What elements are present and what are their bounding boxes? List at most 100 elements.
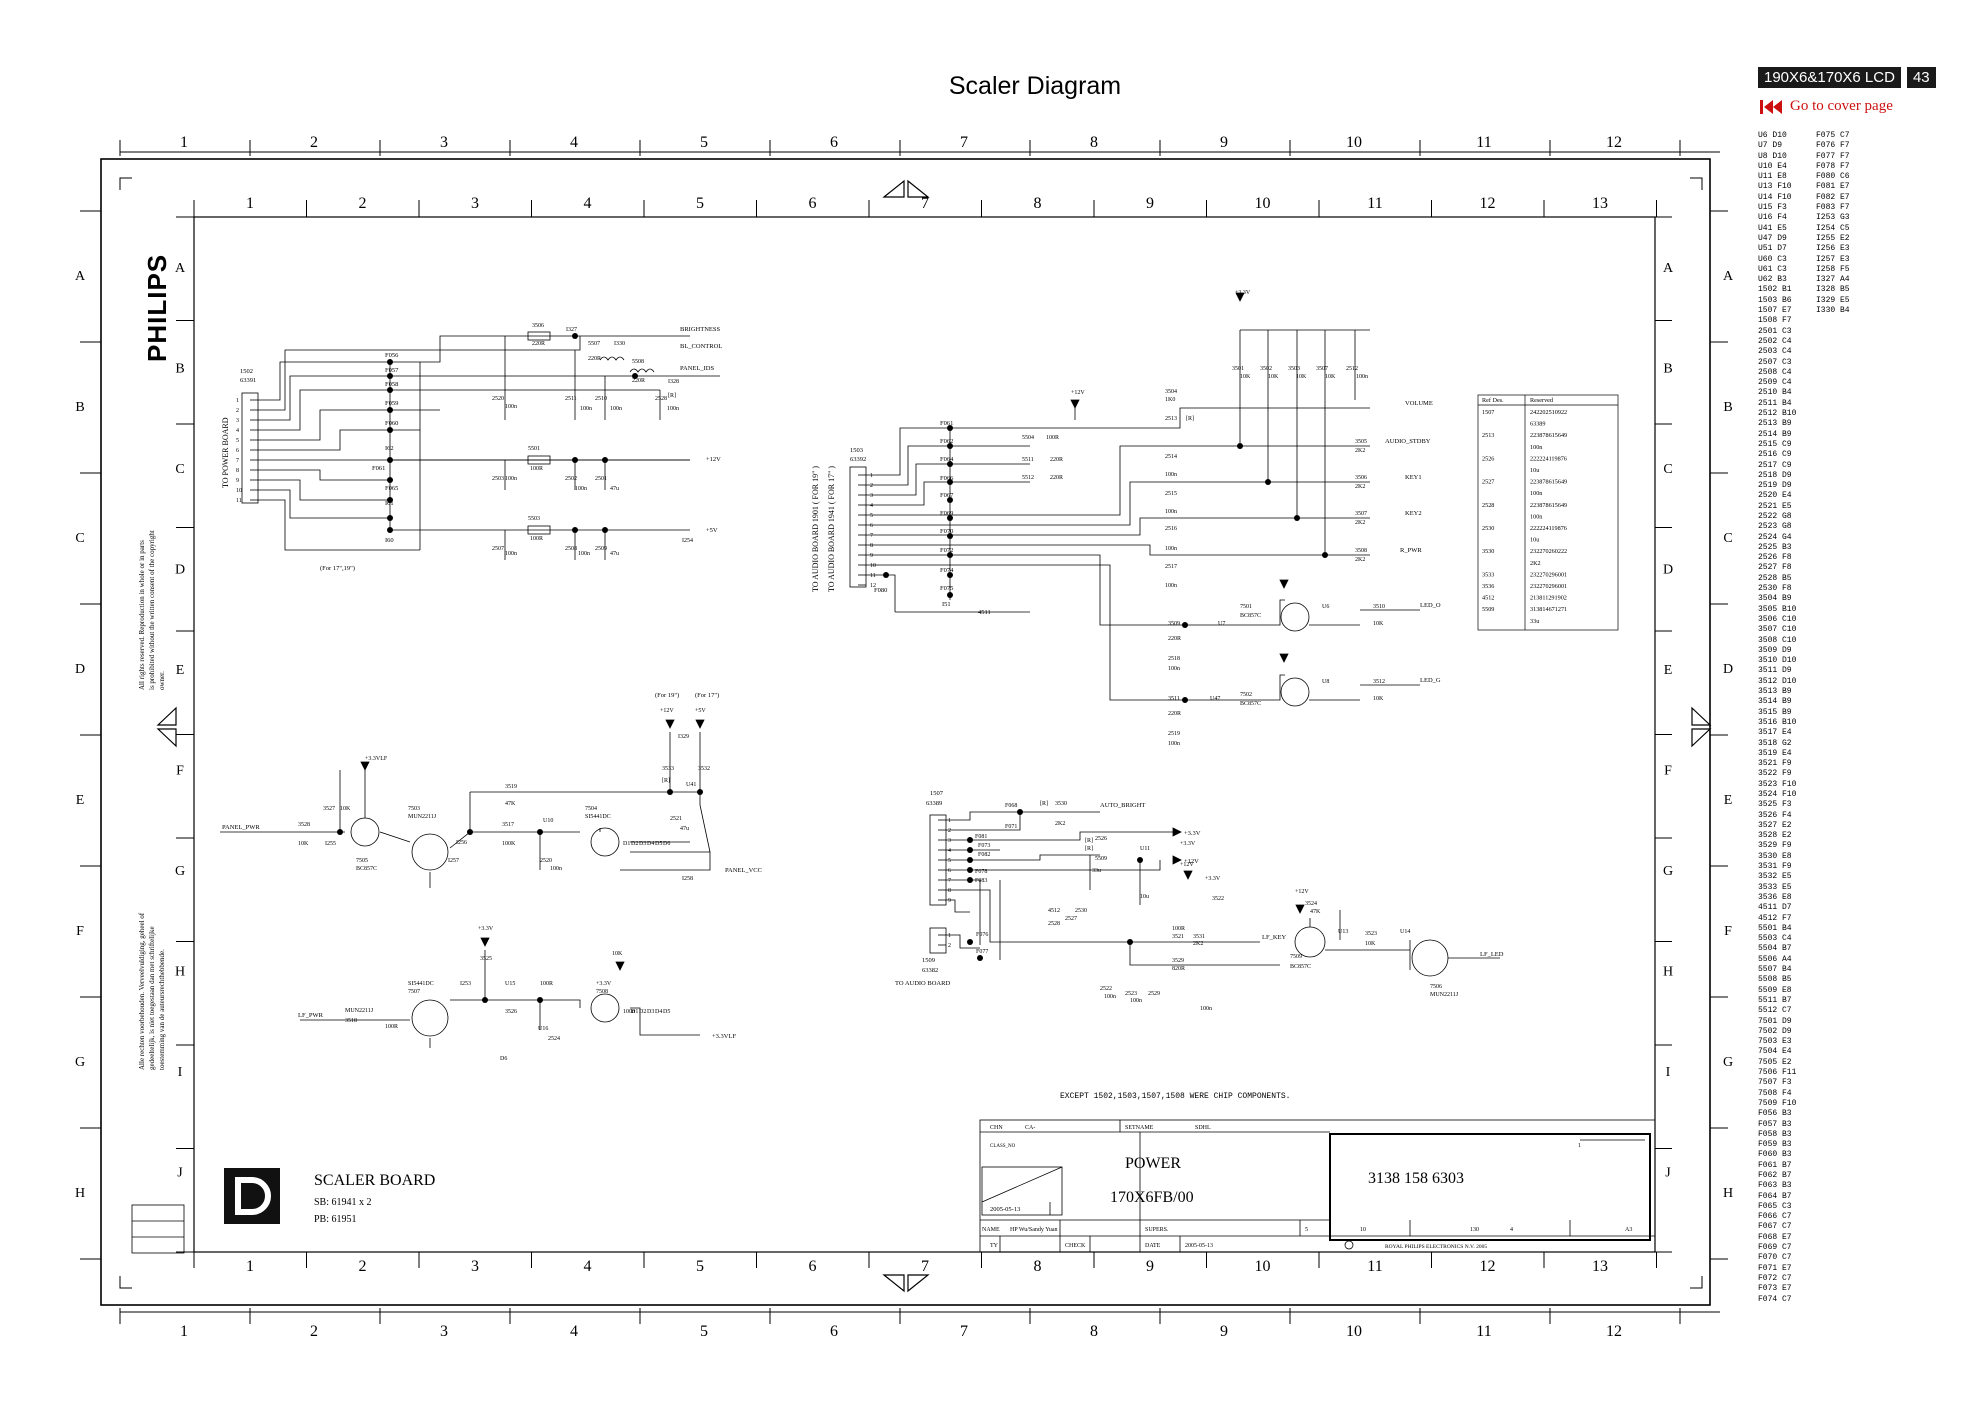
index-entry: F070 C7: [1758, 1253, 1792, 1263]
part-label: 100K: [502, 841, 516, 847]
pin-number: 11: [236, 498, 242, 504]
copyright-line: toestemming van de auteursrechthebbende.: [158, 949, 166, 1070]
table-cell: 232270296001: [1530, 571, 1567, 578]
part-label: 220R: [1050, 475, 1063, 481]
pin-number: 6: [870, 523, 873, 529]
inner-row-label: D: [1663, 563, 1673, 578]
inner-col-label: 1: [246, 1258, 254, 1275]
part-label: 2530: [1075, 908, 1087, 914]
part-label: 2528: [1048, 921, 1060, 927]
pin-number: 2: [236, 408, 239, 414]
inner-col-label: 4: [584, 1258, 592, 1275]
part-label: 3510: [1373, 604, 1385, 610]
part-label: 2524: [548, 1036, 560, 1042]
model-name: 190X6&170X6 LCD: [1758, 67, 1901, 88]
part-label: 7509: [1290, 954, 1302, 960]
inner-col-label: 3: [471, 1258, 479, 1275]
part-label: 10K: [298, 841, 309, 847]
index-entry: I328 B5: [1816, 285, 1850, 295]
part-label: 2511: [565, 396, 577, 402]
inner-col-label: 6: [809, 195, 817, 212]
note-17: (For 17"): [695, 692, 719, 699]
part-label: 2519: [1168, 731, 1180, 737]
index-entry: I255 E2: [1816, 233, 1850, 243]
f-label: I62: [385, 445, 394, 452]
part-label: I255: [325, 841, 336, 847]
part-label: F076: [976, 932, 988, 938]
net-label: LF_KEY: [1262, 934, 1287, 941]
part-label: 3522: [1212, 896, 1224, 902]
f-label: F057: [385, 367, 399, 374]
index-entry: 3506 C10: [1758, 614, 1797, 624]
index-entry: 5512 C7: [1758, 1006, 1792, 1016]
table-cell: 3533: [1482, 571, 1494, 578]
index-entry: 3511 D9: [1758, 666, 1792, 676]
check-label: CHECK: [1065, 1243, 1086, 1249]
inner-row-label: E: [176, 663, 185, 678]
inner-row-label: F: [176, 764, 184, 779]
f-label: F080: [874, 587, 887, 594]
f-label: F074: [940, 567, 954, 574]
part-label: 2517: [1165, 564, 1177, 570]
table-cell: 3530: [1482, 548, 1494, 555]
outer-col-label: 12: [1606, 134, 1622, 151]
outer-col-label: 4: [570, 134, 578, 151]
part-label: 100R: [1046, 435, 1059, 441]
audio-f-labels: F061F062F064F066F067F069F070F072F074F075…: [874, 420, 991, 616]
audio-connector-labels: 1503 63392 TO AUDIO BOARD 1901 ( FOR 19"…: [811, 447, 866, 592]
part-label: 2520: [540, 858, 552, 864]
part-label: 47K: [505, 801, 516, 807]
index-entry: 3527 E2: [1758, 820, 1792, 830]
key-connector-labels: 1507 63389 1509 63382 TO AUDIO BOARD: [895, 790, 950, 987]
part-label: +5V: [695, 708, 706, 714]
inner-col-label: 12: [1480, 1258, 1496, 1275]
outer-col-label: 3: [440, 134, 448, 151]
inner-col-label: 1: [246, 195, 254, 212]
part-label: F068: [1005, 803, 1017, 809]
part-label: SI5441DC: [585, 814, 611, 820]
table-cell: 242202510922: [1530, 409, 1567, 416]
outer-grid-ticks: [80, 140, 1728, 1324]
inner-col-label: 12: [1480, 195, 1496, 212]
pin-number: 7: [236, 458, 239, 464]
part-label: 10K: [1240, 374, 1251, 380]
table-cell: 100n: [1530, 513, 1542, 520]
index-entry: 2522 G8: [1758, 511, 1792, 521]
part-label: I257: [448, 858, 459, 864]
index-entry: 2501 C3: [1758, 326, 1792, 336]
part-label: 220R: [632, 378, 645, 384]
table-cell: 10u: [1530, 537, 1539, 544]
index-entry: F082 E7: [1816, 192, 1850, 202]
index-entry: 7507 F3: [1758, 1078, 1792, 1088]
go-to-cover-link[interactable]: Go to cover page: [1760, 98, 1893, 115]
pb-info: PB: 61951: [314, 1214, 357, 1225]
part-label: I327: [566, 327, 577, 333]
part-label: I254: [682, 538, 693, 544]
inner-col-label: 8: [1034, 195, 1042, 212]
index-entry: F078 F7: [1816, 161, 1850, 171]
index-entry: 3510 D10: [1758, 656, 1797, 666]
outer-row-label: H: [75, 1186, 85, 1201]
index-entry: 5501 B4: [1758, 923, 1792, 933]
part-label: U8: [1322, 679, 1329, 685]
index-entry: 7506 F11: [1758, 1068, 1797, 1078]
pin-number: 5: [236, 438, 239, 444]
part-label: BC857C: [1240, 613, 1261, 619]
part-label: U6: [1322, 604, 1329, 610]
index-entry: F076 F7: [1816, 141, 1850, 151]
part-label: 220R: [588, 356, 601, 362]
part-label: 3529: [1172, 958, 1184, 964]
part-label: 3530: [1055, 801, 1067, 807]
part-label: SI5441DC: [408, 981, 434, 987]
part-label: +3.3V: [596, 981, 612, 987]
part-label: 3531: [1193, 934, 1205, 940]
net-label: LED_O: [1420, 602, 1441, 609]
pin-number: 1: [948, 818, 951, 824]
part-number: 63391: [240, 377, 256, 384]
outer-col-label: 10: [1346, 1323, 1362, 1340]
pin-number: 1: [236, 398, 239, 404]
